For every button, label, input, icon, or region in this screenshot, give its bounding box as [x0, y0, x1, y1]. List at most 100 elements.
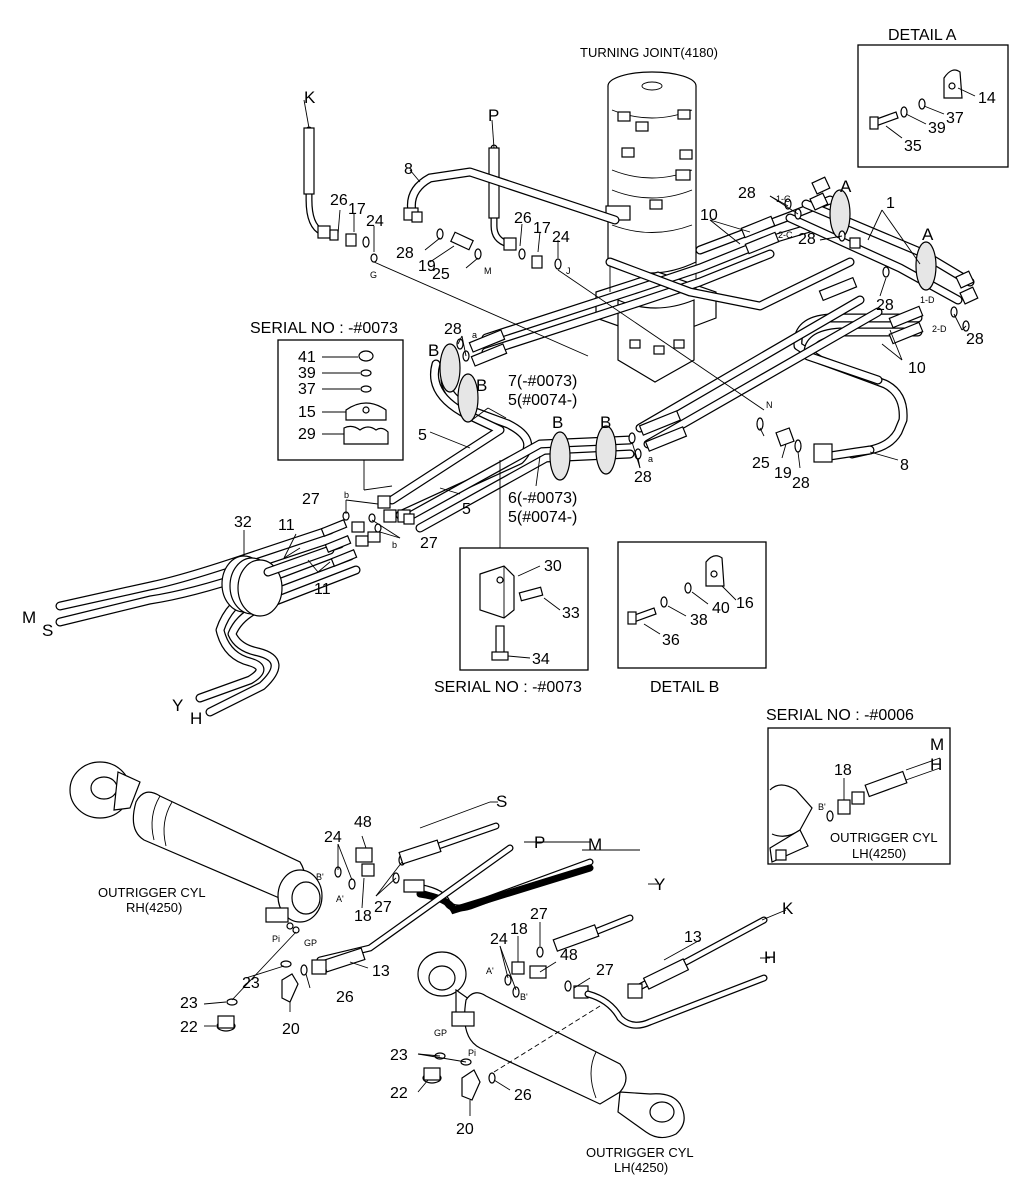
serial-left-callout-37: 37	[298, 381, 316, 398]
port-a-1: a	[472, 330, 477, 340]
rh-port-GP: GP	[304, 938, 317, 948]
detail-a-callout-35: 35	[904, 138, 922, 155]
serial-right-caption-2: LH(4250)	[852, 846, 906, 861]
lh-caption-1: OUTRIGGER CYL	[586, 1145, 694, 1160]
label-M: M	[22, 608, 36, 627]
label-25-a: 25	[432, 266, 450, 283]
label-5-d: 5(#0074-)	[508, 509, 577, 526]
label-26-b: 26	[514, 210, 532, 227]
label-28-e: 28	[966, 331, 984, 348]
rh-label-27: 27	[374, 899, 392, 916]
label-27-b: 27	[420, 535, 438, 552]
label-25-b: 25	[752, 455, 770, 472]
serial-mid-callout-30: 30	[544, 558, 562, 575]
label-28-h: 28	[792, 475, 810, 492]
rh-label-Y: Y	[654, 875, 665, 894]
label-27-a: 27	[302, 491, 320, 508]
port-a-2: a	[648, 454, 653, 464]
label-7: 7(-#0073)	[508, 373, 577, 390]
serial-box-right-title: SERIAL NO : -#0006	[766, 707, 914, 724]
detail-a-callout-37: 37	[946, 110, 964, 127]
label-24-a: 24	[366, 213, 384, 230]
lh-label-K: K	[782, 899, 794, 918]
upper-leader-lines	[243, 99, 967, 573]
label-5-c: 5(#0074-)	[508, 392, 577, 409]
rh-port-A: A'	[336, 894, 344, 904]
lh-label-23: 23	[390, 1047, 408, 1064]
rh-label-P: P	[534, 833, 545, 852]
rh-label-20: 20	[282, 1021, 300, 1038]
upper-labels: K P 8 26 17 24 28 19 25 26 17 24 G M J 2…	[22, 88, 984, 728]
serial-right-port-B: B'	[818, 802, 826, 812]
label-8-bottom: 8	[900, 457, 909, 474]
serial-box-left-title: SERIAL NO : -#0073	[250, 320, 398, 337]
port-2D: 2-D	[932, 324, 947, 334]
lh-label-27-b: 27	[596, 962, 614, 979]
rh-label-22: 22	[180, 1019, 198, 1036]
label-10-a: 10	[700, 207, 718, 224]
lh-label-18: 18	[510, 921, 528, 938]
detail-a-callout-14: 14	[978, 90, 996, 107]
label-B-1: B	[428, 341, 439, 360]
label-28-d: 28	[876, 297, 894, 314]
port-1C: 1-C	[776, 194, 791, 204]
label-17-a: 17	[348, 201, 366, 218]
port-2C: 2-C	[778, 230, 793, 240]
serial-left-callout-39: 39	[298, 365, 316, 382]
detail-a-callout-39: 39	[928, 120, 946, 137]
label-19-a: 19	[418, 258, 436, 275]
detail-b-callout-16: 16	[736, 595, 754, 612]
lh-port-Pi: Pi	[468, 1048, 476, 1058]
detail-a-title: DETAIL A	[888, 27, 957, 44]
serial-left-callout-41: 41	[298, 349, 316, 366]
port-G: G	[370, 270, 377, 280]
label-S: S	[42, 621, 53, 640]
lh-label-48: 48	[560, 947, 578, 964]
serial-mid-callout-33: 33	[562, 605, 580, 622]
label-26-a: 26	[330, 192, 348, 209]
lh-label-24: 24	[490, 931, 508, 948]
rh-port-B: B'	[316, 872, 324, 882]
label-A-2: A	[922, 225, 934, 244]
detail-b-callout-38: 38	[690, 612, 708, 629]
label-B-3: B	[552, 413, 563, 432]
label-28-g: 28	[634, 469, 652, 486]
label-11-a: 11	[278, 517, 295, 534]
label-8-top: 8	[404, 161, 413, 178]
label-1: 1	[886, 195, 895, 212]
rh-label-18: 18	[354, 908, 372, 925]
serial-mid-caption: SERIAL NO : -#0073	[434, 679, 582, 696]
label-28-a: 28	[396, 245, 414, 262]
rh-label-24: 24	[324, 829, 342, 846]
label-Y: Y	[172, 696, 183, 715]
serial-left-callout-15: 15	[298, 404, 316, 421]
detail-a-box: DETAIL A 14 37 39 35	[857, 27, 1009, 168]
rh-label-23-a: 23	[242, 975, 260, 992]
rh-label-26: 26	[336, 989, 354, 1006]
detail-b-callout-36: 36	[662, 632, 680, 649]
serial-box-right: SERIAL NO : -#0006 M H 18 B' OUTRIGGER C…	[766, 707, 951, 865]
outrigger-cyl-rh: S P M Y 48 24 27 18 13 26 23 23 22 20 B'…	[69, 761, 665, 1038]
label-5-a: 5	[418, 427, 427, 444]
serial-right-port-M: M	[930, 735, 944, 754]
rh-caption-2: RH(4250)	[126, 900, 182, 915]
label-K: K	[304, 88, 316, 107]
label-6: 6(-#0073)	[508, 490, 577, 507]
outrigger-cyl-lh: K H 13 24 18 27 48 27 23 22 26 20 A' B' …	[390, 899, 794, 1175]
detail-b-callout-40: 40	[712, 600, 730, 617]
detail-b-title: DETAIL B	[650, 679, 719, 696]
lh-label-22: 22	[390, 1085, 408, 1102]
label-28-c: 28	[798, 231, 816, 248]
lh-port-B: B'	[520, 992, 528, 1002]
rh-port-Pi: Pi	[272, 934, 280, 944]
upper-pipe-network	[55, 126, 979, 717]
port-b-2: b	[392, 540, 397, 550]
rh-label-23-b: 23	[180, 995, 198, 1012]
label-5-b: 5	[462, 501, 471, 518]
detail-b-box: 16 40 38 36 DETAIL B	[617, 541, 767, 696]
port-N: N	[766, 400, 773, 410]
serial-right-callout-18: 18	[834, 762, 852, 779]
lh-port-A: A'	[486, 966, 494, 976]
label-11-b: 11	[314, 581, 331, 598]
